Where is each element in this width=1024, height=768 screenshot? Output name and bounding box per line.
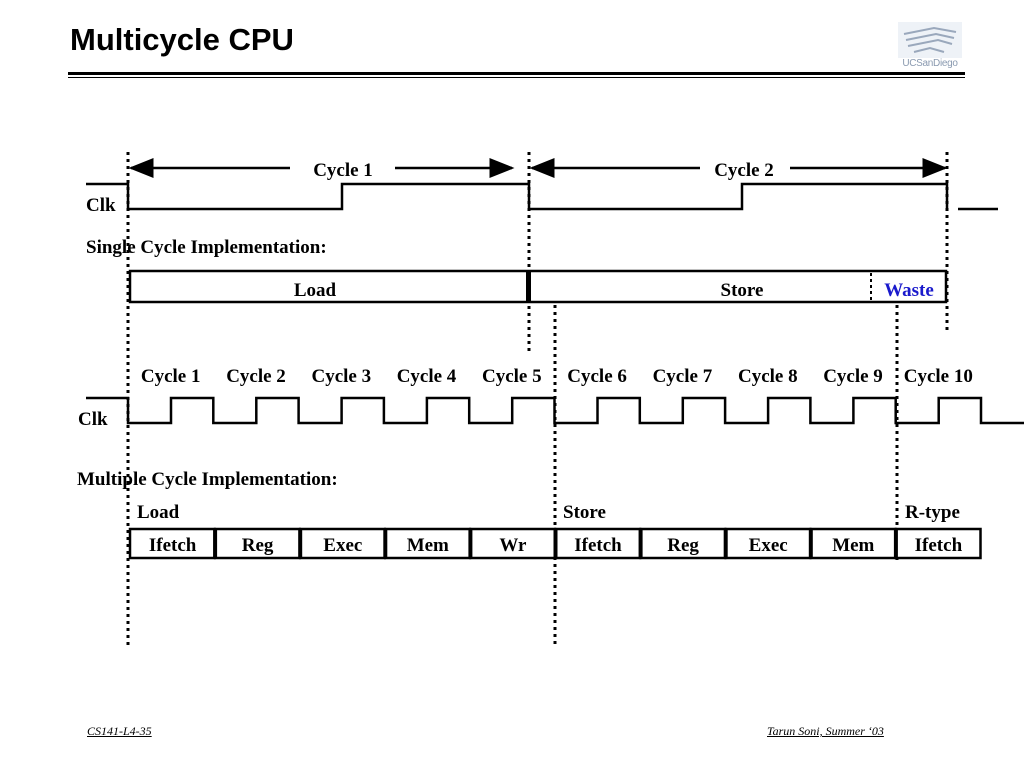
segment-load: Load: [294, 280, 337, 301]
segment-waste: Waste: [884, 280, 934, 301]
stage-label: Mem: [832, 535, 874, 556]
instr-rtype: R-type: [905, 502, 960, 523]
segment-store: Store: [721, 280, 764, 301]
instr-store: Store: [563, 502, 606, 523]
stage-label: Ifetch: [915, 535, 963, 556]
stage-divider: [553, 528, 558, 559]
stage-box: [724, 527, 812, 560]
stage-label: Exec: [749, 535, 788, 556]
multi-cycle-label: Cycle 2: [226, 366, 286, 387]
ucsd-logo-icon: [898, 22, 962, 58]
slide-title: Multicycle CPU: [70, 22, 294, 57]
instr-load: Load: [137, 502, 180, 523]
stage-divider: [638, 528, 643, 559]
single-cycle-bar: [128, 269, 948, 304]
single-cycle-clock-waveform: [86, 182, 949, 211]
stage-divider: [213, 528, 218, 559]
multi-cycle-label: Cycle 8: [738, 366, 798, 387]
multi-cycle-label: Cycle 9: [823, 366, 883, 387]
stage-label: Ifetch: [574, 535, 622, 556]
title-rule-thin: [68, 77, 965, 78]
stage-divider: [808, 528, 813, 559]
multi-clk-label: Clk: [78, 409, 108, 430]
multi-cycle-label: Cycle 6: [567, 366, 627, 387]
stage-label: Ifetch: [149, 535, 197, 556]
single-cycle-label-2: Cycle 2: [714, 160, 774, 181]
stage-divider: [893, 528, 898, 559]
stage-label: Reg: [242, 535, 274, 556]
stage-box: [639, 527, 727, 560]
multi-cycle-label: Cycle 4: [397, 366, 457, 387]
multi-cycle-heading: Multiple Cycle Implementation:: [77, 469, 338, 490]
multi-cycle-label: Cycle 7: [653, 366, 713, 387]
footer-author: Tarun Soni, Summer ‘03: [767, 724, 884, 738]
footer-course: CS141-L4-35: [87, 724, 152, 738]
stage-box: [298, 527, 387, 560]
stage-divider: [298, 528, 303, 559]
stage-label: Mem: [407, 535, 449, 556]
multi-cycle-clock-waveform: [86, 396, 1024, 425]
multi-cycle-label: Cycle 3: [311, 366, 371, 387]
multi-cycle-stage-bar: Ifetch Reg Exec Mem Wr Ifetch Reg Exec Mem Ifetch: [128, 527, 982, 560]
stage-label: Exec: [323, 535, 362, 556]
multi-cycle-label: Cycle 10: [904, 366, 973, 387]
stage-divider: [468, 528, 473, 559]
stage-box: [894, 527, 982, 560]
title-rule: [68, 72, 965, 75]
multi-cycle-label: Cycle 5: [482, 366, 542, 387]
logo-text: UCSanDiego: [902, 58, 958, 69]
stage-divider: [723, 528, 728, 559]
stage-divider: [383, 528, 388, 559]
single-cycle-bar-frame: [128, 269, 948, 304]
single-cycle-heading: Single Cycle Implementation:: [86, 237, 327, 258]
stage-box: [469, 527, 557, 560]
multi-cycle-label: Cycle 1: [141, 366, 201, 387]
stage-label: Wr: [499, 535, 527, 556]
stage-label: Reg: [667, 535, 699, 556]
stage-box: [384, 527, 472, 560]
single-cycle-label-1: Cycle 1: [313, 160, 373, 181]
single-clk-label: Clk: [86, 195, 116, 216]
single-cycle-divider: [526, 270, 531, 303]
multi-cycle-labels: Cycle 1 Cycle 2 Cycle 3 Cycle 4 Cycle 5 Cycle…: [141, 366, 973, 387]
ucsd-logo: UCSanDiego: [894, 20, 966, 72]
